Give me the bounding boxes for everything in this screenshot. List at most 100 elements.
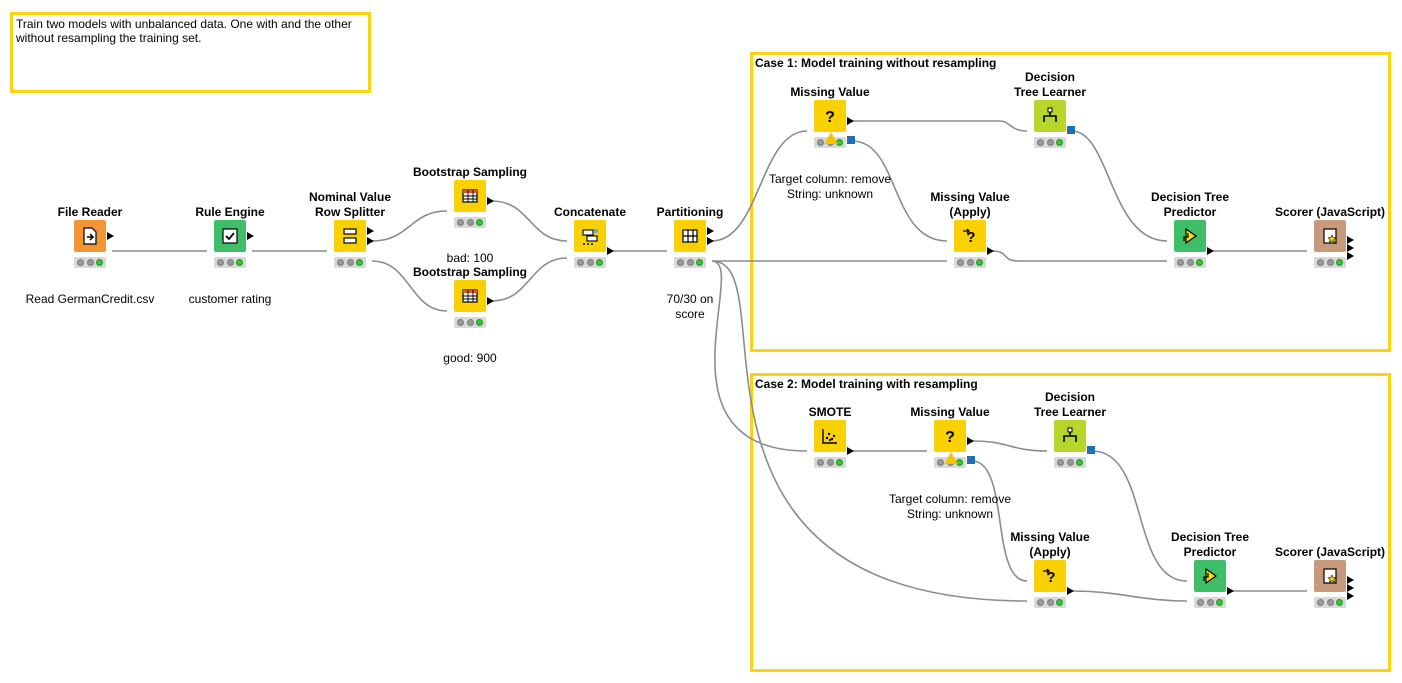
node-title: Nominal Value Row Splitter [308,190,392,219]
model-output-port[interactable] [1067,126,1075,134]
node-title: Scorer (JavaScript) [1274,545,1386,559]
splitter-icon[interactable] [334,220,366,252]
output-port-2[interactable] [1347,584,1354,592]
output-port-top[interactable] [367,227,374,235]
node-concatenate[interactable]: Concatenate [530,190,650,280]
output-port-top[interactable] [707,227,714,235]
predictor-icon[interactable] [1174,220,1206,252]
node-title: SMOTE [808,405,852,419]
question-apply-icon[interactable]: ? [1034,560,1066,592]
node-label[interactable]: Target column: remove String: unknown [768,172,892,201]
case2-annotation-title: Case 2: Model training with resampling [755,377,978,391]
node-rule-engine[interactable]: Rule Engine customer rating [170,190,290,306]
output-port[interactable] [607,247,614,255]
output-port-bottom[interactable] [707,237,714,245]
node-label[interactable]: 70/30 on score [666,292,714,321]
status-lights [1054,457,1086,468]
status-lights [454,217,486,228]
node-label[interactable]: customer rating [188,292,272,306]
output-port[interactable] [847,117,854,125]
table-icon[interactable] [454,180,486,212]
node-title: Missing Value (Apply) [930,190,1010,219]
tree-icon[interactable] [1034,100,1066,132]
status-lights [574,257,606,268]
scorer-icon[interactable] [1314,560,1346,592]
node-c1-missing-value-apply[interactable]: Missing Value (Apply) ? [910,190,1030,280]
output-port-3[interactable] [1347,592,1354,600]
warning-icon[interactable] [944,452,958,464]
node-c1-missing-value[interactable]: Missing Value ? Target column: remove St… [769,70,891,201]
node-file-reader[interactable]: File Reader Read GermanCredit.csv [26,190,155,306]
node-title: Missing Value (Apply) [1010,530,1090,559]
status-lights [214,257,246,268]
scatter-icon[interactable] [814,420,846,452]
output-port-bottom[interactable] [367,237,374,245]
partition-icon[interactable] [674,220,706,252]
status-lights [1034,597,1066,608]
output-port[interactable] [847,447,854,455]
model-output-port[interactable] [1087,446,1095,454]
output-port[interactable] [247,232,254,240]
output-port[interactable] [1207,247,1214,255]
node-title: Missing Value [790,85,870,99]
output-port[interactable] [107,232,114,240]
node-bootstrap-sampling-good[interactable]: Bootstrap Sampling good: 900 [410,250,530,365]
node-title: Decision Tree Predictor [1170,530,1250,559]
tree-icon[interactable] [1054,420,1086,452]
output-port-3[interactable] [1347,252,1354,260]
node-bootstrap-sampling-bad[interactable]: Bootstrap Sampling bad: 100 [410,150,530,265]
question-icon[interactable]: ? [814,100,846,132]
model-output-port[interactable] [847,136,855,144]
description-annotation[interactable]: Train two models with unbalanced data. O… [10,12,371,93]
output-port[interactable] [1227,587,1234,595]
predictor-icon[interactable] [1194,560,1226,592]
checklist-icon[interactable] [214,220,246,252]
node-partitioning[interactable]: Partitioning 70/30 on score [630,190,750,321]
node-c2-missing-value[interactable]: Missing Value ? Target column: remove St… [889,390,1011,521]
node-label[interactable]: Target column: remove String: unknown [888,492,1012,521]
node-c2-decision-tree-learner[interactable]: Decision Tree Learner [1010,390,1130,480]
node-title: File Reader [57,205,123,219]
node-label[interactable]: good: 900 [443,351,497,365]
output-port-1[interactable] [1347,236,1354,244]
output-port-1[interactable] [1347,576,1354,584]
node-c2-decision-tree-predictor[interactable]: Decision Tree Predictor [1150,530,1270,620]
output-port[interactable] [487,197,494,205]
output-port[interactable] [987,247,994,255]
output-port[interactable] [967,437,974,445]
output-port-2[interactable] [1347,244,1354,252]
status-lights [454,317,486,328]
status-lights [1174,257,1206,268]
model-output-port[interactable] [967,456,975,464]
question-icon[interactable]: ? [934,420,966,452]
question-apply-icon[interactable]: ? [954,220,986,252]
node-title: Missing Value [910,405,990,419]
node-c2-smote[interactable]: SMOTE [770,390,890,480]
node-c2-scorer[interactable]: Scorer (JavaScript) [1270,530,1390,620]
status-lights [1314,597,1346,608]
node-title: Decision Tree Learner [1033,390,1107,419]
node-c2-missing-value-apply[interactable]: Missing Value (Apply) ? [990,530,1110,620]
concatenate-icon[interactable] [574,220,606,252]
node-title: Scorer (JavaScript) [1274,205,1386,219]
node-c1-decision-tree-learner[interactable]: Decision Tree Learner [990,70,1110,160]
status-lights [1194,597,1226,608]
status-lights [674,257,706,268]
node-label[interactable]: bad: 100 [446,251,494,265]
node-title: Partitioning [656,205,724,219]
node-title: Concatenate [553,205,627,219]
output-port[interactable] [487,297,494,305]
status-lights [334,257,366,268]
table-icon[interactable] [454,280,486,312]
svg-text:?: ? [966,229,975,246]
file-arrow-icon[interactable] [74,220,106,252]
scorer-icon[interactable] [1314,220,1346,252]
node-c1-scorer[interactable]: Scorer (JavaScript) [1270,190,1390,280]
node-label[interactable]: Read GermanCredit.csv [25,292,155,306]
node-row-splitter[interactable]: Nominal Value Row Splitter [290,190,410,280]
status-lights [1034,137,1066,148]
output-port[interactable] [1067,587,1074,595]
warning-icon[interactable] [824,132,838,144]
node-c1-decision-tree-predictor[interactable]: Decision Tree Predictor [1130,190,1250,280]
